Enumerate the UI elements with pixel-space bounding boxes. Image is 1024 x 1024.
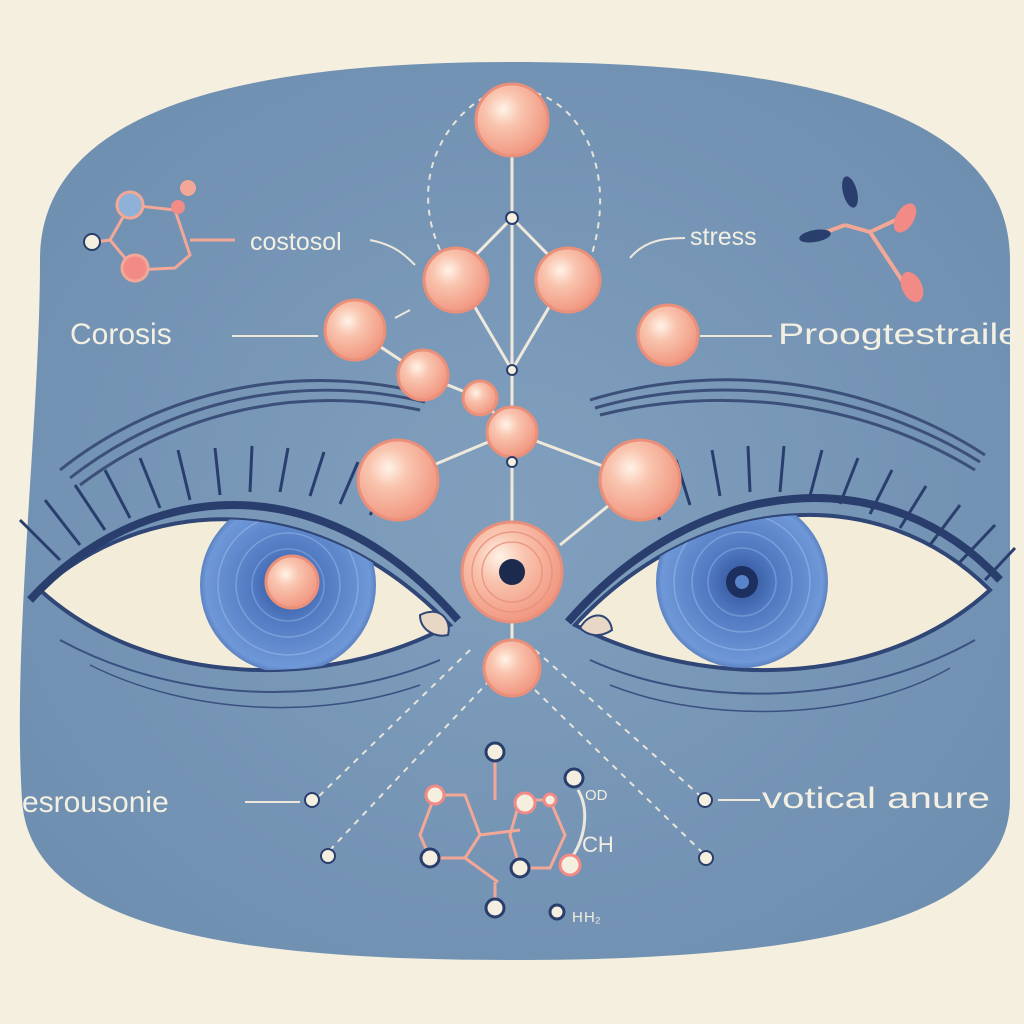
label-esrousonie: esrousonie — [22, 786, 169, 819]
right-eye-icon — [564, 445, 1017, 713]
label-leaders — [232, 237, 772, 803]
chem-text-h2: H₂ — [584, 909, 601, 926]
node-left-iris — [264, 554, 320, 610]
right-eyebrow — [589, 378, 986, 472]
top-right-molecule-icon — [799, 176, 924, 303]
label-corosis: Corosis — [70, 318, 172, 351]
label-proogtestraile: Proogtestraile — [778, 318, 1020, 351]
face-background — [19, 62, 1011, 960]
top-left-molecule-icon — [83, 180, 235, 283]
label-costosol: costosol — [250, 228, 342, 256]
node-mid-right — [598, 438, 682, 522]
label-votical-anure: votical anure — [762, 782, 990, 815]
bottom-molecule-atoms — [419, 741, 585, 921]
junction-dots — [505, 211, 519, 468]
node-top — [474, 82, 550, 158]
node-core-dot — [499, 559, 525, 585]
node-left-chain-1 — [396, 348, 450, 402]
label-stress: stress — [690, 223, 757, 251]
dashed-leaders — [314, 649, 706, 856]
left-eye-icon — [18, 445, 462, 709]
node-bottom — [482, 638, 542, 698]
chem-text-h: H — [572, 909, 583, 926]
node-left-outer — [323, 298, 387, 362]
left-eyebrow — [59, 379, 431, 487]
chem-text-od: OD — [585, 787, 608, 804]
leader-end-dots — [304, 792, 714, 866]
node-left-chain-2 — [461, 379, 499, 417]
node-upper-left — [422, 246, 490, 314]
node-core-rings — [471, 531, 553, 613]
node-right-outer — [636, 303, 700, 367]
bottom-molecule-icon — [418, 760, 587, 905]
node-center — [485, 405, 539, 459]
chem-text-ch: CH — [582, 832, 614, 857]
node-upper-right — [534, 246, 602, 314]
node-mid-left — [356, 438, 440, 522]
